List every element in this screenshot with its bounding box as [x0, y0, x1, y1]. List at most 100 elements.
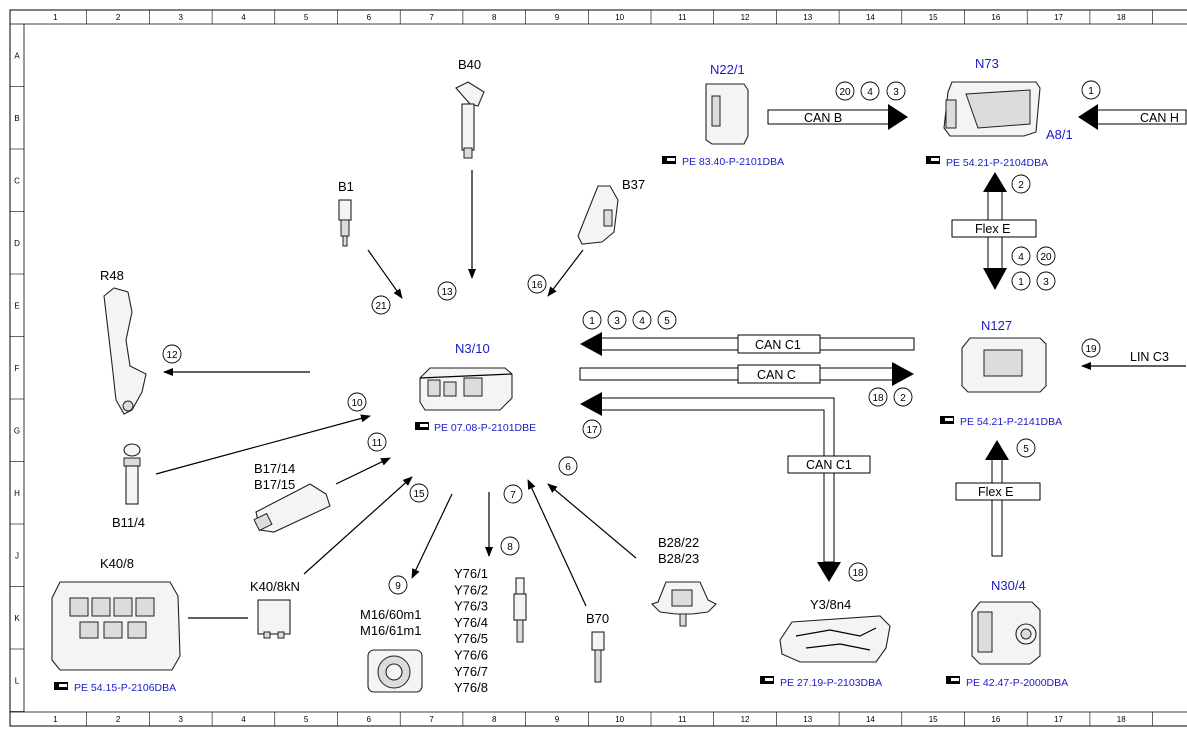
grid-column-label: 10: [615, 715, 624, 724]
y3-8n4-valve-body[interactable]: [779, 615, 891, 663]
reference-hand-icon: [946, 676, 960, 684]
signal-number: 7: [510, 490, 516, 501]
k40-8-fuse-box[interactable]: [51, 581, 181, 671]
n127-ref-link[interactable]: PE 54.21-P-2141DBA: [960, 416, 1062, 428]
grid-column-label: 12: [741, 13, 750, 22]
b37-label: B37: [622, 177, 645, 192]
n73-ref-link[interactable]: PE 54.21-P-2104DBA: [946, 157, 1048, 169]
n73-module[interactable]: [943, 81, 1041, 137]
b37-pedal-sensor[interactable]: [577, 185, 619, 245]
k40-8kn-relay[interactable]: [257, 599, 291, 639]
b70-signal-arrow: [527, 479, 587, 607]
signal-number: 19: [1085, 344, 1097, 355]
can-b-label: CAN B: [804, 111, 842, 125]
b70-label: B70: [586, 611, 609, 626]
n3-10-ecu[interactable]: [419, 367, 513, 411]
n73-reference[interactable]: PE 54.21-P-2104DBA: [926, 156, 1048, 169]
grid-column-label: 14: [866, 13, 875, 22]
signal-number: 15: [413, 489, 425, 500]
grid-column-label: 6: [367, 13, 372, 22]
y76-injector[interactable]: [513, 577, 527, 643]
n73-label: N73: [975, 56, 999, 71]
b70-sensor[interactable]: [591, 631, 605, 683]
y76-label: Y76/1: [454, 566, 488, 581]
n22-1-reference[interactable]: PE 83.40-P-2101DBA: [662, 156, 784, 168]
b11-4-sensor[interactable]: [123, 443, 141, 505]
y76-label: Y76/2: [454, 582, 488, 597]
signal-number: 18: [852, 568, 864, 579]
b17-sensor[interactable]: [253, 483, 331, 533]
b28-label-2: B28/23: [658, 551, 699, 566]
b40-sensor[interactable]: [455, 81, 485, 159]
flex-e-top-bus-arrow: [951, 172, 1037, 290]
y3-8n4-ref-link[interactable]: PE 27.19-P-2103DBA: [780, 677, 882, 689]
y76-label: Y76/5: [454, 631, 488, 646]
signal-number: 3: [893, 87, 899, 98]
can-h-bus-arrow: [1078, 104, 1187, 130]
n30-4-module[interactable]: [971, 601, 1041, 665]
drawing-frame: [9, 9, 1187, 727]
reference-hand-icon: [940, 416, 954, 424]
grid-row-label: J: [15, 551, 19, 560]
grid-column-label: 13: [803, 715, 812, 724]
flex-e-bottom-bus-arrow: [955, 440, 1041, 557]
n127-label: N127: [981, 318, 1012, 333]
b1-sensor[interactable]: [338, 199, 352, 247]
signal-number: 1: [589, 316, 595, 327]
grid-column-label: 11: [678, 715, 687, 724]
grid-column-label: 15: [929, 715, 938, 724]
n30-4-ref-link[interactable]: PE 42.47-P-2000DBA: [966, 677, 1068, 689]
grid-column-label: 11: [678, 13, 687, 22]
n127-module[interactable]: [961, 337, 1047, 393]
b17-signal-arrow: [335, 457, 391, 485]
reference-hand-icon: [926, 156, 940, 164]
signal-number: 1: [1018, 277, 1024, 288]
grid-column-label: 15: [929, 13, 938, 22]
n22-1-ref-link[interactable]: PE 83.40-P-2101DBA: [682, 156, 784, 168]
b1-signal-arrow: [367, 249, 403, 299]
n127-reference[interactable]: PE 54.21-P-2141DBA: [940, 416, 1062, 428]
grid-column-label: 5: [304, 715, 309, 724]
grid-row-label: A: [14, 51, 20, 60]
can-c1-bottom-label: CAN C1: [806, 458, 852, 472]
grid-column-label: 2: [116, 715, 121, 724]
grid-row-label: F: [15, 364, 20, 373]
n3-10-ref-link[interactable]: PE 07.08-P-2101DBE: [434, 422, 536, 434]
grid-column-label: 9: [555, 715, 560, 724]
b37-signal-arrow: [547, 249, 584, 297]
grid-column-label: 12: [741, 715, 750, 724]
grid-row-label: B: [14, 114, 19, 123]
reference-hand-icon: [54, 682, 68, 690]
grid-row-label: H: [14, 489, 20, 498]
r48-heater[interactable]: [103, 287, 147, 415]
n30-4-reference[interactable]: PE 42.47-P-2000DBA: [946, 676, 1068, 689]
signal-number: 2: [900, 393, 906, 404]
b11-4-signal-arrow: [155, 414, 371, 475]
can-b-bus-arrow: [767, 104, 908, 130]
lin-c3-label: LIN C3: [1130, 350, 1169, 364]
m16-signal-arrow: [411, 493, 453, 579]
grid-column-label: 16: [991, 715, 1000, 724]
k40-8-ref-link[interactable]: PE 54.15-P-2106DBA: [74, 682, 176, 694]
n22-1-module[interactable]: [705, 83, 749, 145]
grid-column-label: 16: [991, 13, 1000, 22]
signal-number: 5: [1023, 444, 1029, 455]
grid-column-label: 7: [429, 13, 434, 22]
grid-column-label: 14: [866, 715, 875, 724]
signal-number: 6: [565, 462, 571, 473]
m16-label-1: M16/60m1: [360, 607, 421, 622]
grid-column-label: 3: [179, 13, 184, 22]
n3-10-reference[interactable]: PE 07.08-P-2101DBE: [415, 422, 536, 434]
m16-throttle-actuator[interactable]: [367, 649, 423, 693]
b28-pressure-sensor[interactable]: [650, 581, 717, 627]
y3-8n4-reference[interactable]: PE 27.19-P-2103DBA: [760, 676, 882, 689]
grid-column-label: 4: [241, 13, 246, 22]
k40-8-reference[interactable]: PE 54.15-P-2106DBA: [54, 682, 176, 694]
signal-number: 10: [351, 398, 363, 409]
grid-row-label: D: [14, 239, 20, 248]
signal-number: 9: [395, 581, 401, 592]
